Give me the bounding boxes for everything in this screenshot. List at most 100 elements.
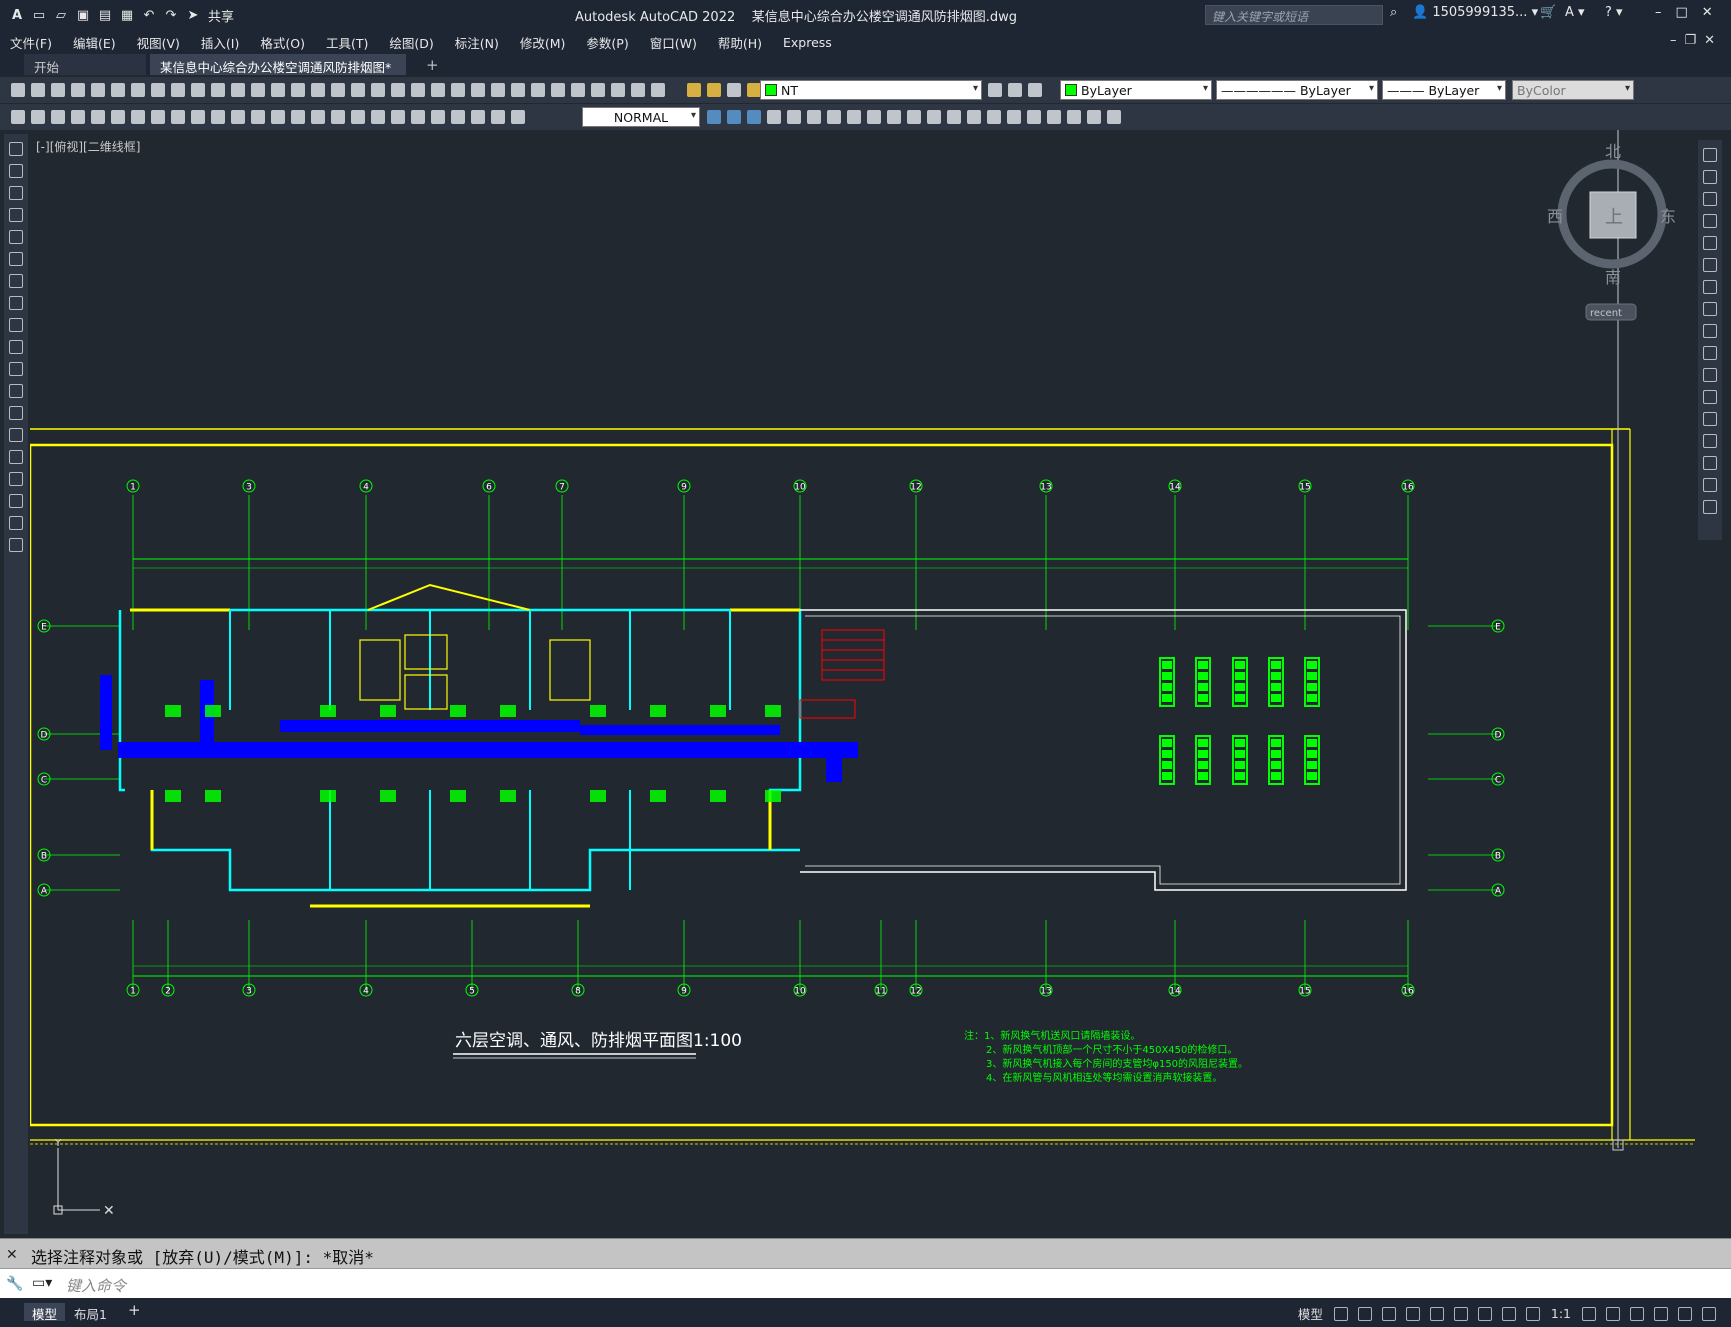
arc-icon[interactable]: [9, 252, 23, 266]
workspace-gear-icon[interactable]: [1582, 1306, 1596, 1321]
menu-file[interactable]: 文件(F): [10, 35, 52, 51]
menu-format[interactable]: 格式(O): [260, 35, 305, 51]
revcloud-icon[interactable]: [9, 296, 23, 310]
text-style-dropdown[interactable]: NORMAL▾: [582, 107, 700, 127]
region-icon[interactable]: [9, 494, 23, 508]
polygon-icon[interactable]: [9, 208, 23, 222]
window-controls[interactable]: –□✕: [1655, 5, 1727, 20]
osnap-icon[interactable]: [1453, 1306, 1468, 1321]
share-button[interactable]: 共享: [208, 9, 235, 25]
gradient-icon[interactable]: [9, 472, 23, 486]
command-input[interactable]: 键入命令: [66, 1277, 127, 1295]
grid-icon[interactable]: [1333, 1306, 1348, 1321]
trim-icon[interactable]: [1703, 346, 1717, 360]
explode-icon[interactable]: [1703, 500, 1717, 514]
command-menu-icon[interactable]: ▭▾: [32, 1275, 53, 1291]
extend-icon[interactable]: [1703, 368, 1717, 382]
mirror-icon[interactable]: [1703, 192, 1717, 206]
viewcube-face[interactable]: 上: [1605, 207, 1623, 228]
ellipse-icon[interactable]: [9, 340, 23, 354]
close-command-icon[interactable]: ✕: [6, 1247, 18, 1263]
menu-help[interactable]: 帮助(H): [717, 35, 762, 51]
user-account[interactable]: 👤 1505999135... ▾: [1412, 5, 1539, 20]
plotstyle-dropdown[interactable]: ByColor▾: [1512, 80, 1634, 100]
rectangle-icon[interactable]: [9, 230, 23, 244]
dimension-tools[interactable]: [8, 108, 528, 126]
standard-tools[interactable]: [8, 81, 668, 99]
menu-dimension[interactable]: 标注(N): [454, 35, 499, 51]
autoscale-icon[interactable]: [1525, 1306, 1540, 1321]
cart-icon[interactable]: 🛒: [1540, 5, 1557, 20]
polar-icon[interactable]: [1405, 1306, 1420, 1321]
model-space-toggle[interactable]: 模型: [1297, 1307, 1323, 1322]
menu-view[interactable]: 视图(V): [136, 35, 180, 51]
rotate-icon[interactable]: [1703, 280, 1717, 294]
stretch-icon[interactable]: [1703, 324, 1717, 338]
new-tab-icon[interactable]: +: [426, 56, 439, 74]
new-file-icon[interactable]: ▭: [32, 7, 46, 23]
viewcube[interactable]: 上 北 南 西 东 recent: [1547, 142, 1676, 321]
redo-icon[interactable]: ↷: [165, 7, 177, 23]
fillet-icon[interactable]: [1703, 456, 1717, 470]
save-as-icon[interactable]: ▤: [98, 7, 112, 23]
viewcube-west[interactable]: 西: [1547, 207, 1563, 226]
menu-modify[interactable]: 修改(M): [519, 35, 566, 51]
search-icon[interactable]: ⌕: [1390, 5, 1398, 20]
line-icon[interactable]: [9, 142, 23, 156]
linetype-dropdown[interactable]: —————— ByLayer▾: [1216, 80, 1378, 100]
isolate-objects-icon[interactable]: [1654, 1306, 1668, 1321]
annotation-scale[interactable]: 1:1: [1550, 1306, 1571, 1321]
plus-icon[interactable]: [1606, 1306, 1620, 1321]
hardware-acceleration-icon[interactable]: [1630, 1306, 1644, 1321]
viewcube-south[interactable]: 南: [1605, 268, 1621, 287]
viewcube-east[interactable]: 东: [1660, 207, 1676, 226]
lineweight-icon[interactable]: [1477, 1306, 1492, 1321]
circle-icon[interactable]: [9, 274, 23, 288]
scale-icon[interactable]: [1703, 302, 1717, 316]
viewport-controls[interactable]: [-][俯视][二维线框]: [36, 140, 141, 154]
save-icon[interactable]: ▣: [76, 7, 90, 23]
command-line[interactable]: 🔧 ▭▾ 键入命令: [0, 1268, 1731, 1298]
menu-window[interactable]: 窗口(W): [649, 35, 697, 51]
fullscreen-icon[interactable]: [1678, 1306, 1692, 1321]
menu-tools[interactable]: 工具(T): [325, 35, 369, 51]
color-dropdown[interactable]: ByLayer▾: [1060, 80, 1212, 100]
snap-icon[interactable]: [1357, 1306, 1372, 1321]
layer-dropdown[interactable]: NT▾: [760, 80, 982, 100]
polyline-icon[interactable]: [9, 186, 23, 200]
document-window-controls[interactable]: –❐✕: [1669, 33, 1723, 48]
layer-tools[interactable]: [684, 81, 764, 99]
move-icon[interactable]: [1703, 258, 1717, 272]
autodesk-app-icon[interactable]: A ▾: [1565, 5, 1585, 20]
menu-draw[interactable]: 绘图(D): [389, 35, 434, 51]
menu-edit[interactable]: 编辑(E): [72, 35, 116, 51]
erase-icon[interactable]: [1703, 148, 1717, 162]
tab-document[interactable]: 某信息中心综合办公楼空调通风防排烟图* ✕: [150, 54, 406, 91]
viewcube-recent[interactable]: recent: [1590, 308, 1622, 319]
undo-icon[interactable]: ↶: [143, 7, 155, 23]
insert-block-icon[interactable]: [9, 384, 23, 398]
share-icon[interactable]: ➤: [187, 7, 199, 23]
isodraft-icon[interactable]: [1429, 1306, 1444, 1321]
spline-icon[interactable]: [9, 318, 23, 332]
construction-line-icon[interactable]: [9, 164, 23, 178]
add-layout-icon[interactable]: +: [128, 1301, 141, 1319]
annotation-visibility-icon[interactable]: [1501, 1306, 1516, 1321]
mtext-icon[interactable]: [9, 538, 23, 552]
modify-tools[interactable]: [704, 108, 1124, 126]
menu-insert[interactable]: 插入(I): [200, 35, 240, 51]
app-menu-icon[interactable]: A: [11, 7, 23, 23]
join-icon[interactable]: [1703, 412, 1717, 426]
menu-express[interactable]: Express: [782, 34, 832, 50]
point-icon[interactable]: [9, 428, 23, 442]
hatch-icon[interactable]: [9, 450, 23, 464]
lineweight-dropdown[interactable]: ——— ByLayer▾: [1382, 80, 1506, 100]
offset-icon[interactable]: [1703, 214, 1717, 228]
plot-icon[interactable]: ▦: [120, 7, 134, 23]
viewcube-north[interactable]: 北: [1605, 142, 1621, 161]
wrench-icon[interactable]: 🔧: [6, 1276, 24, 1292]
open-file-icon[interactable]: ▱: [56, 7, 66, 23]
customize-icon[interactable]: [1702, 1306, 1716, 1321]
menu-parametric[interactable]: 参数(P): [586, 35, 629, 51]
